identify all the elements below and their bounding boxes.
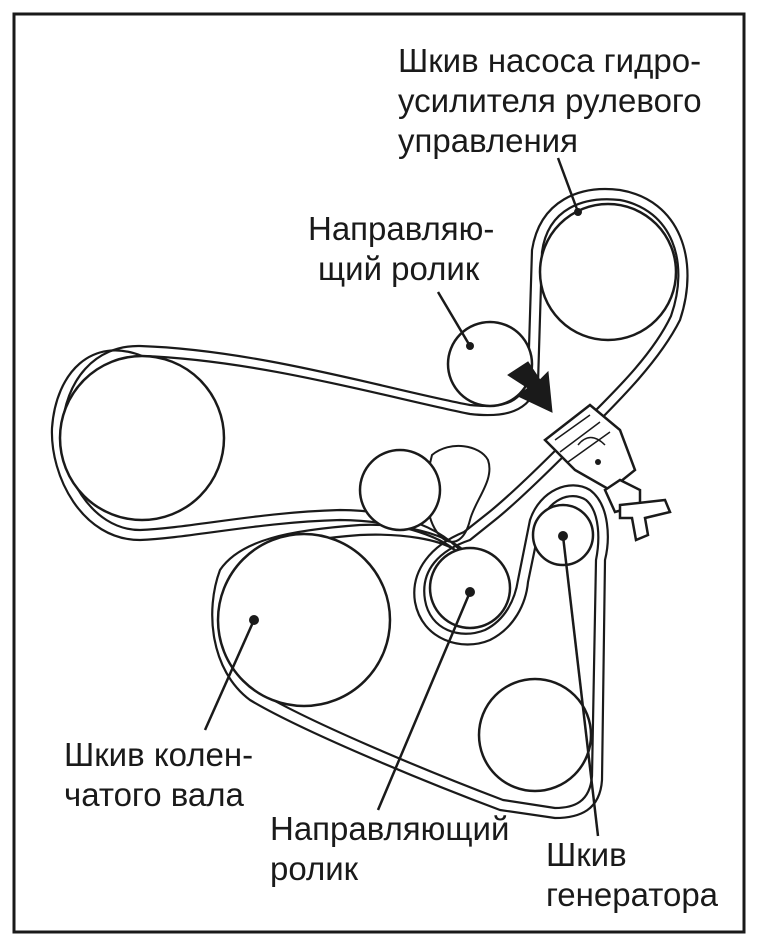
svg-text:генератора: генератора: [546, 876, 719, 913]
svg-text:Шкив: Шкив: [546, 836, 627, 873]
belt-tensioner-icon: [543, 403, 672, 542]
svg-text:чатого вала: чатого вала: [64, 776, 245, 813]
leader-idler-top: [436, 291, 472, 347]
label-power-steering-pump: Шкив насоса гидро- усилителя рулевого уп…: [398, 42, 702, 159]
top-idler-pulley: [446, 320, 534, 408]
leader-crankshaft: [203, 619, 256, 731]
svg-text:щий ролик: щий ролик: [318, 250, 480, 287]
drive-belt: [50, 188, 689, 820]
leader-ps-pump: [556, 157, 580, 213]
svg-text:Направляющий: Направляющий: [270, 810, 509, 847]
small-center-pulley: [358, 448, 442, 532]
svg-text:управления: управления: [398, 122, 578, 159]
belt-inner: [50, 198, 680, 810]
power-steering-pump-pulley: [538, 202, 678, 342]
black-arrow-icon: [507, 361, 553, 413]
label-alternator: Шкив генератора: [546, 836, 719, 913]
leader-alternator: [561, 535, 600, 837]
left-pulley: [58, 354, 226, 522]
svg-text:Шкив насоса гидро-: Шкив насоса гидро-: [398, 42, 701, 79]
label-crankshaft: Шкив колен- чатого вала: [64, 736, 253, 813]
leader-idler-bottom: [376, 591, 472, 811]
svg-text:Направляю-: Направляю-: [308, 210, 494, 247]
svg-text:ролик: ролик: [270, 850, 359, 887]
belt-outer: [60, 188, 689, 820]
engine-bracket: [425, 444, 491, 543]
label-idler-top: Направляю- щий ролик: [308, 210, 494, 287]
svg-text:усилителя рулевого: усилителя рулевого: [398, 82, 702, 119]
label-idler-bottom: Направляющий ролик: [270, 810, 509, 887]
svg-text:Шкив колен-: Шкив колен-: [64, 736, 253, 773]
diagram-frame: [12, 12, 746, 934]
lower-right-pulley: [477, 677, 593, 793]
crankshaft-pulley: [216, 532, 392, 708]
